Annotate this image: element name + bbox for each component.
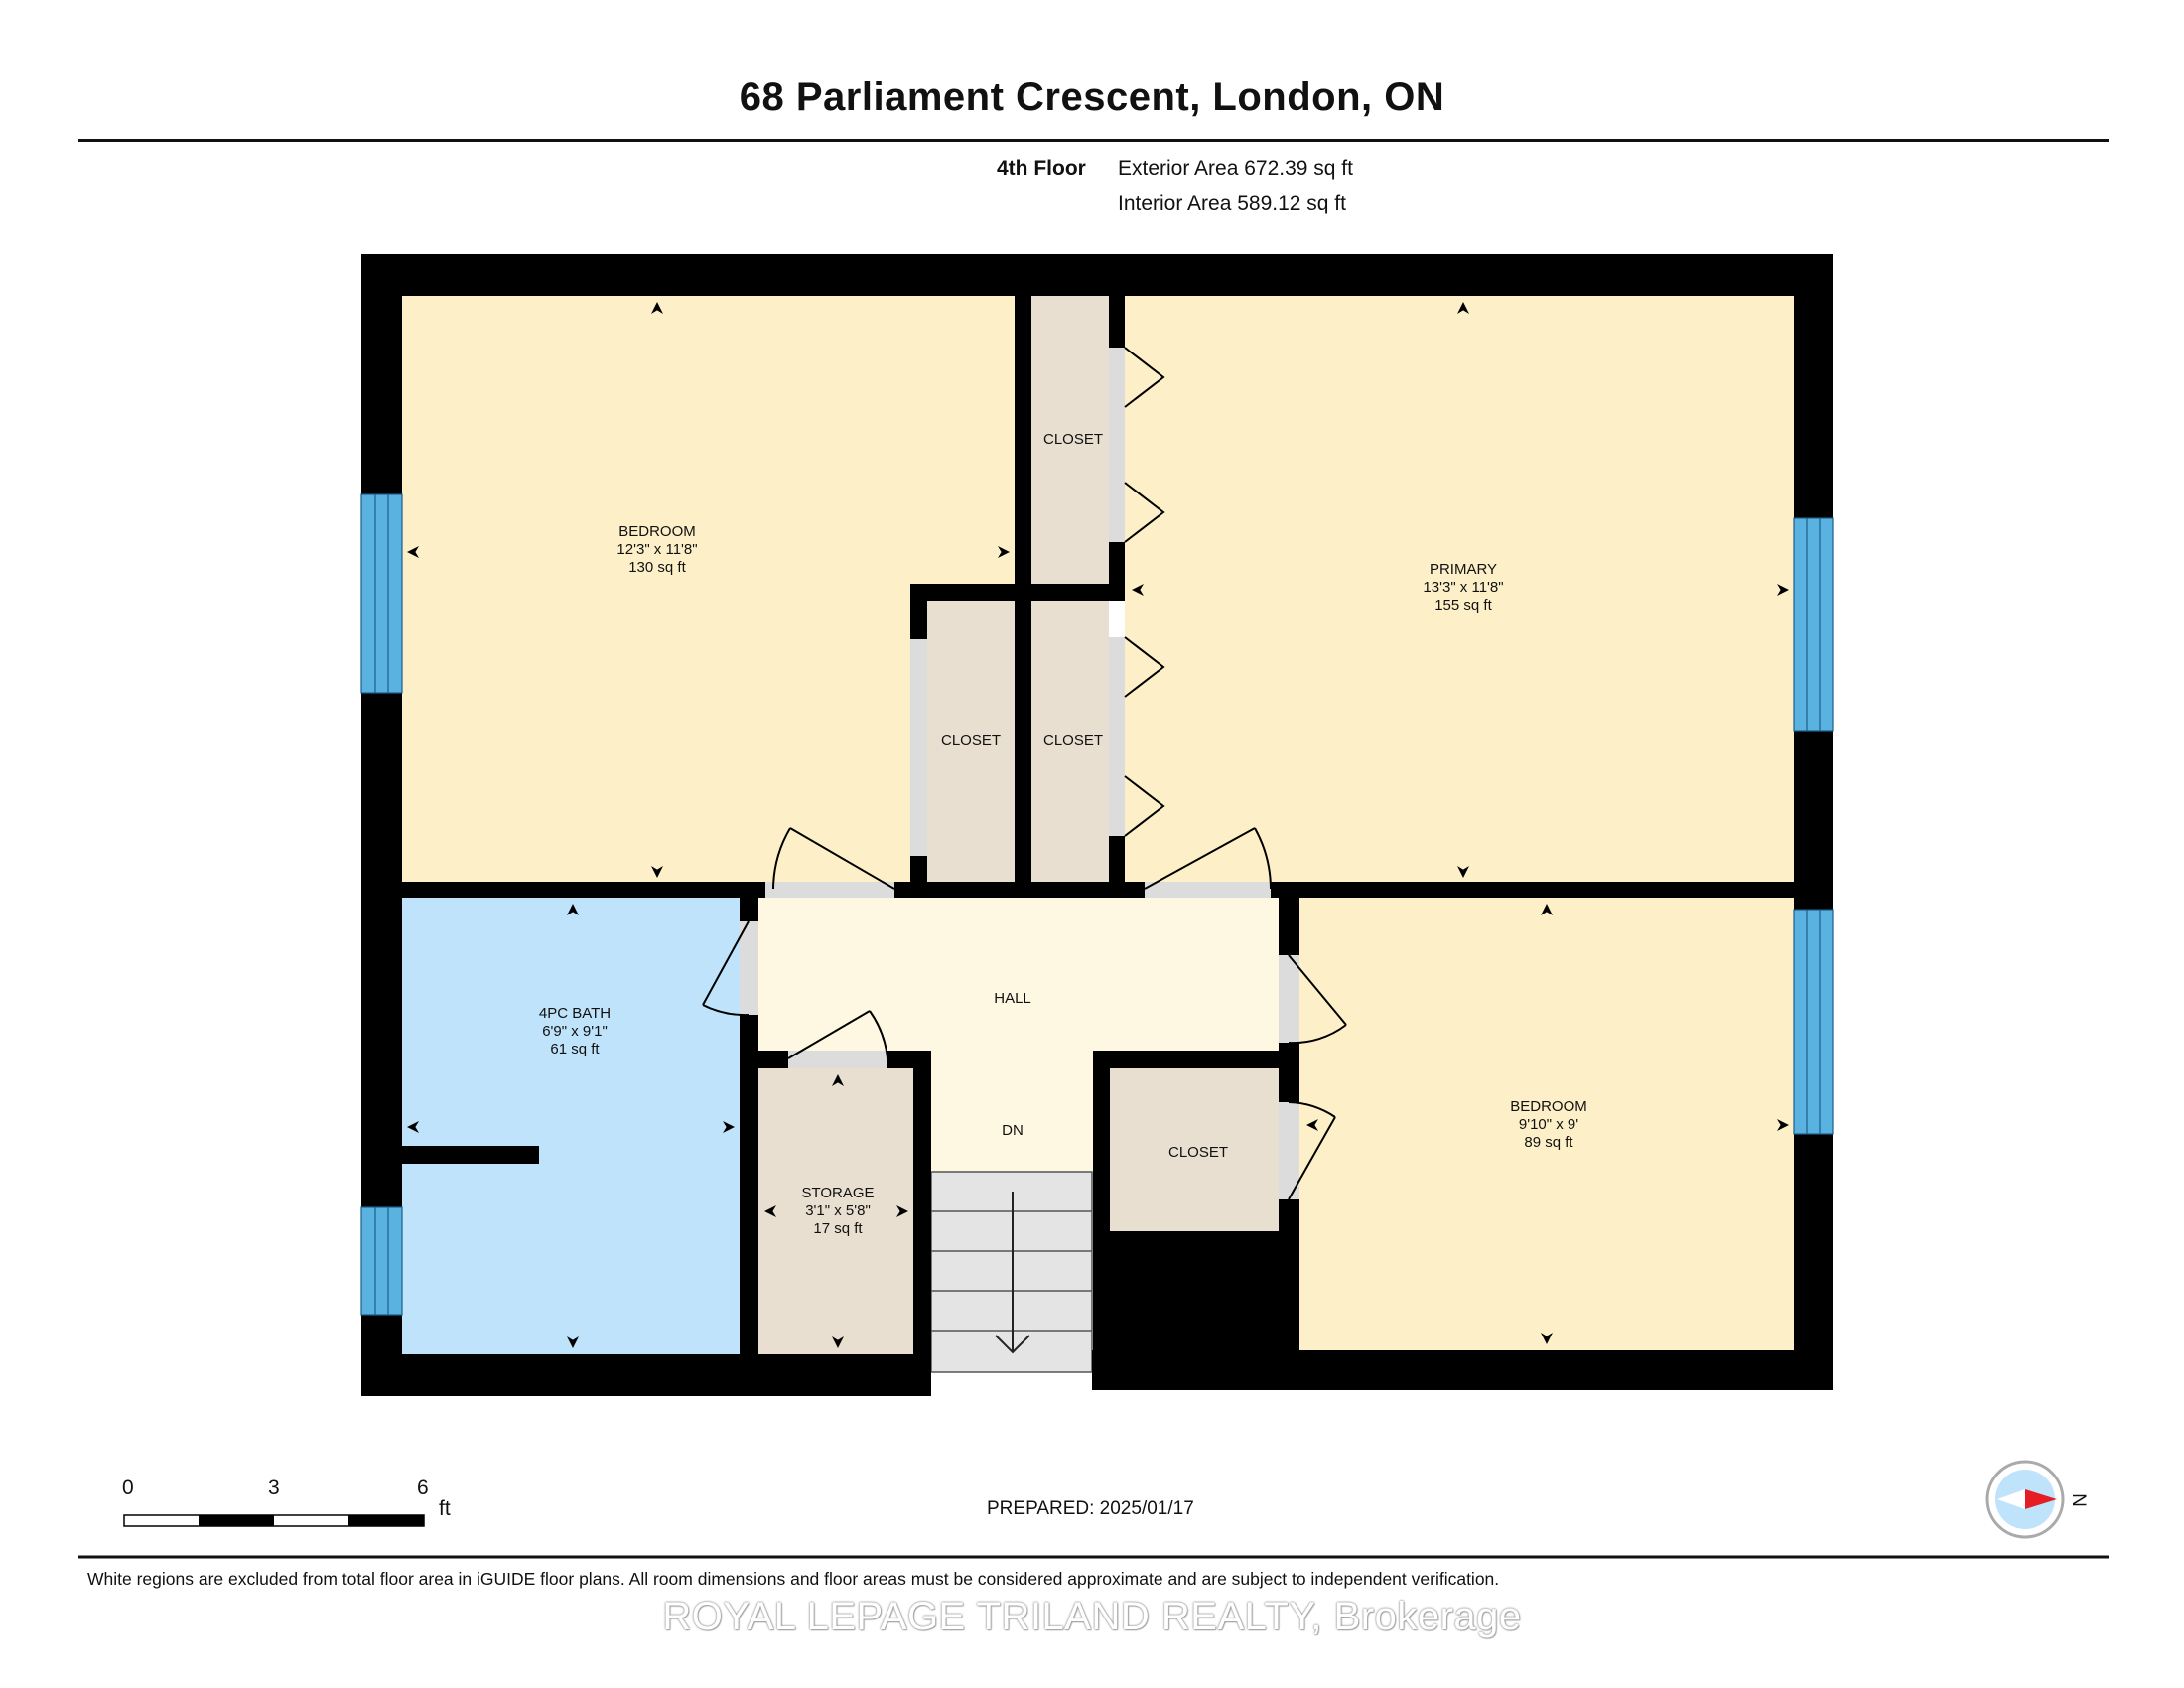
scale-tick-6: 6 — [417, 1477, 429, 1499]
room-dims: 13'3" x 11'8" — [1423, 579, 1504, 596]
room-label-bath: 4PC BATH 6'9" x 9'1" 61 sq ft — [539, 1005, 611, 1058]
hall-lower-floor — [930, 1051, 1093, 1172]
room-name: BEDROOM — [1510, 1098, 1587, 1115]
room-dims: 9'10" x 9' — [1518, 1116, 1579, 1133]
scale-tick-0: 0 — [122, 1477, 134, 1499]
interior-area: Interior Area 589.12 sq ft — [1118, 192, 1346, 214]
room-label-bedroom-right: BEDROOM 9'10" x 9' 89 sq ft — [1510, 1098, 1587, 1152]
page-title: 68 Parliament Crescent, London, ON — [739, 75, 1445, 119]
exterior-area: Exterior Area 672.39 sq ft — [1118, 157, 1353, 180]
scale-tick-3: 3 — [268, 1477, 280, 1499]
stairs — [930, 1171, 1093, 1373]
room-dims: 6'9" x 9'1" — [542, 1023, 608, 1040]
room-area: 17 sq ft — [813, 1220, 863, 1237]
prepared-date: PREPARED: 2025/01/17 — [987, 1498, 1194, 1519]
stairs-label: DN — [1002, 1122, 1024, 1139]
room-label-closet-mid-left: CLOSET — [940, 732, 1002, 749]
closet-mid-right-floor — [1031, 601, 1109, 884]
room-area: 61 sq ft — [550, 1041, 600, 1057]
closet-right-floor — [1110, 1068, 1279, 1231]
room-name: PRIMARY — [1429, 561, 1498, 578]
room-area: 130 sq ft — [628, 559, 686, 576]
room-name: 4PC BATH — [538, 1005, 612, 1022]
room-dims: 3'1" x 5'8" — [805, 1202, 871, 1219]
door-thresholds — [740, 348, 1299, 1199]
scale-unit: ft — [439, 1497, 451, 1520]
hall-floor — [756, 898, 1281, 1051]
room-dims: 12'3" x 11'8" — [616, 541, 698, 558]
scale-bar — [123, 1514, 425, 1527]
brokerage-watermark: ROYAL LEPAGE TRILAND REALTY, Brokerage — [662, 1595, 1522, 1638]
primary-floor — [1125, 296, 1794, 884]
room-name: BEDROOM — [618, 523, 696, 540]
bath-floor — [402, 898, 740, 1354]
storage-floor — [758, 1068, 913, 1354]
closet-top-floor — [1031, 296, 1109, 584]
door-swings — [702, 347, 1347, 1200]
room-label-closet-mid-right: CLOSET — [1042, 732, 1104, 749]
compass-icon — [1985, 1460, 2065, 1539]
room-label-storage: STORAGE 3'1" x 5'8" 17 sq ft — [801, 1185, 874, 1238]
room-label-closet-right: CLOSET — [1167, 1144, 1229, 1161]
room-area: 155 sq ft — [1434, 597, 1492, 614]
bedroom-right-floor — [1299, 898, 1794, 1350]
disclaimer-text: White regions are excluded from total fl… — [87, 1569, 1500, 1589]
room-label-primary: PRIMARY 13'3" x 11'8" 155 sq ft — [1423, 561, 1503, 615]
walls — [361, 254, 1833, 1396]
room-name: STORAGE — [801, 1185, 875, 1201]
header-divider — [78, 139, 2109, 142]
room-area: 89 sq ft — [1524, 1134, 1573, 1151]
floor-label: 4th Floor — [997, 157, 1086, 180]
windows — [360, 493, 1834, 1316]
room-label-closet-top: CLOSET — [1042, 431, 1104, 448]
closet-mid-left-floor — [927, 601, 1015, 884]
compass-north-label: N — [2067, 1493, 2089, 1507]
room-label-hall: HALL — [994, 990, 1031, 1007]
dimension-arrows — [407, 302, 1789, 1348]
room-label-bedroom-left: BEDROOM 12'3" x 11'8" 130 sq ft — [616, 523, 697, 577]
